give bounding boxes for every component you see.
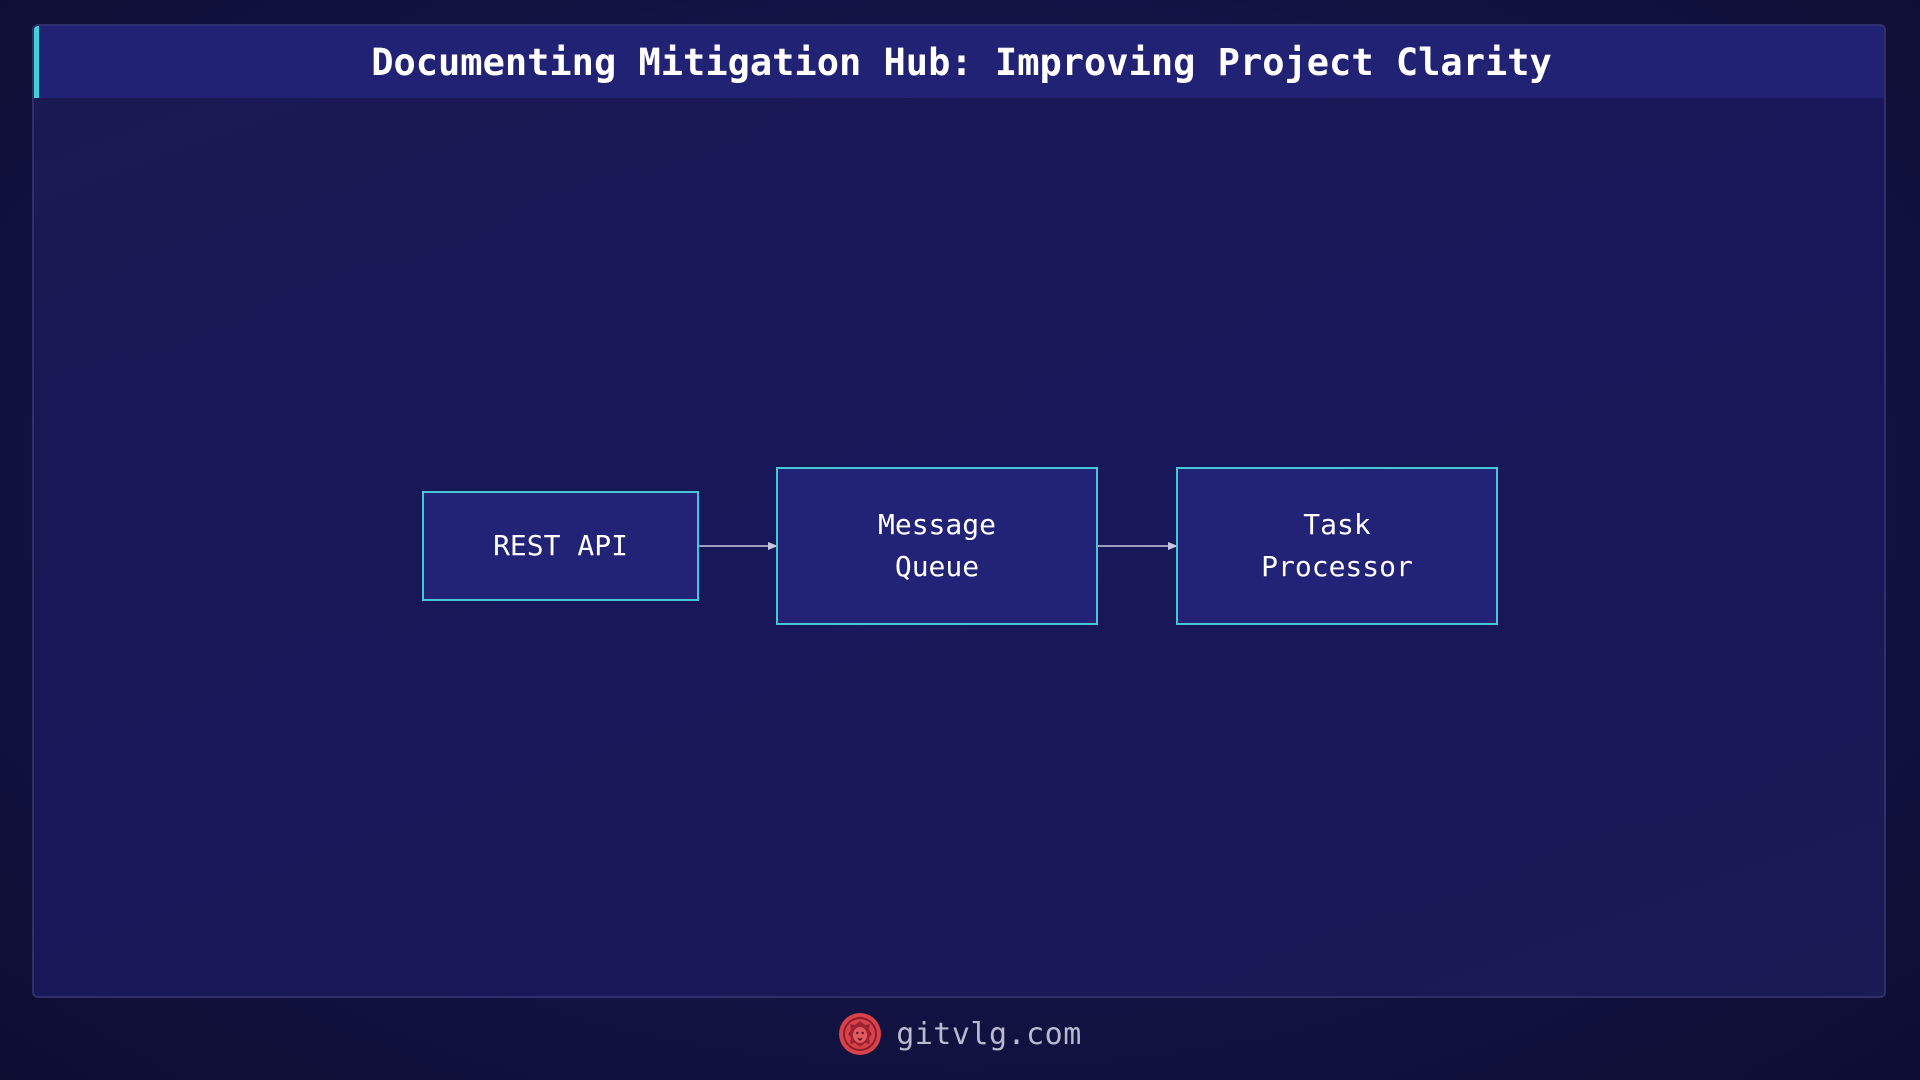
node-task-processor: Task Processor: [1176, 467, 1498, 625]
title-bar: Documenting Mitigation Hub: Improving Pr…: [34, 26, 1884, 98]
node-rest-api-label: REST API: [493, 529, 628, 562]
footer: gitvlg.com: [0, 1010, 1920, 1058]
footer-site-link[interactable]: gitvlg.com: [896, 1016, 1082, 1052]
node-rest-api: REST API: [422, 491, 699, 601]
page-title: Documenting Mitigation Hub: Improving Pr…: [371, 40, 1552, 84]
node-task-processor-label: Task Processor: [1261, 508, 1413, 583]
node-message-queue: Message Queue: [776, 467, 1098, 625]
lion-head-logo-icon[interactable]: [838, 1012, 882, 1056]
node-message-queue-label: Message Queue: [877, 508, 996, 583]
diagram-panel: Documenting Mitigation Hub: Improving Pr…: [32, 24, 1886, 998]
